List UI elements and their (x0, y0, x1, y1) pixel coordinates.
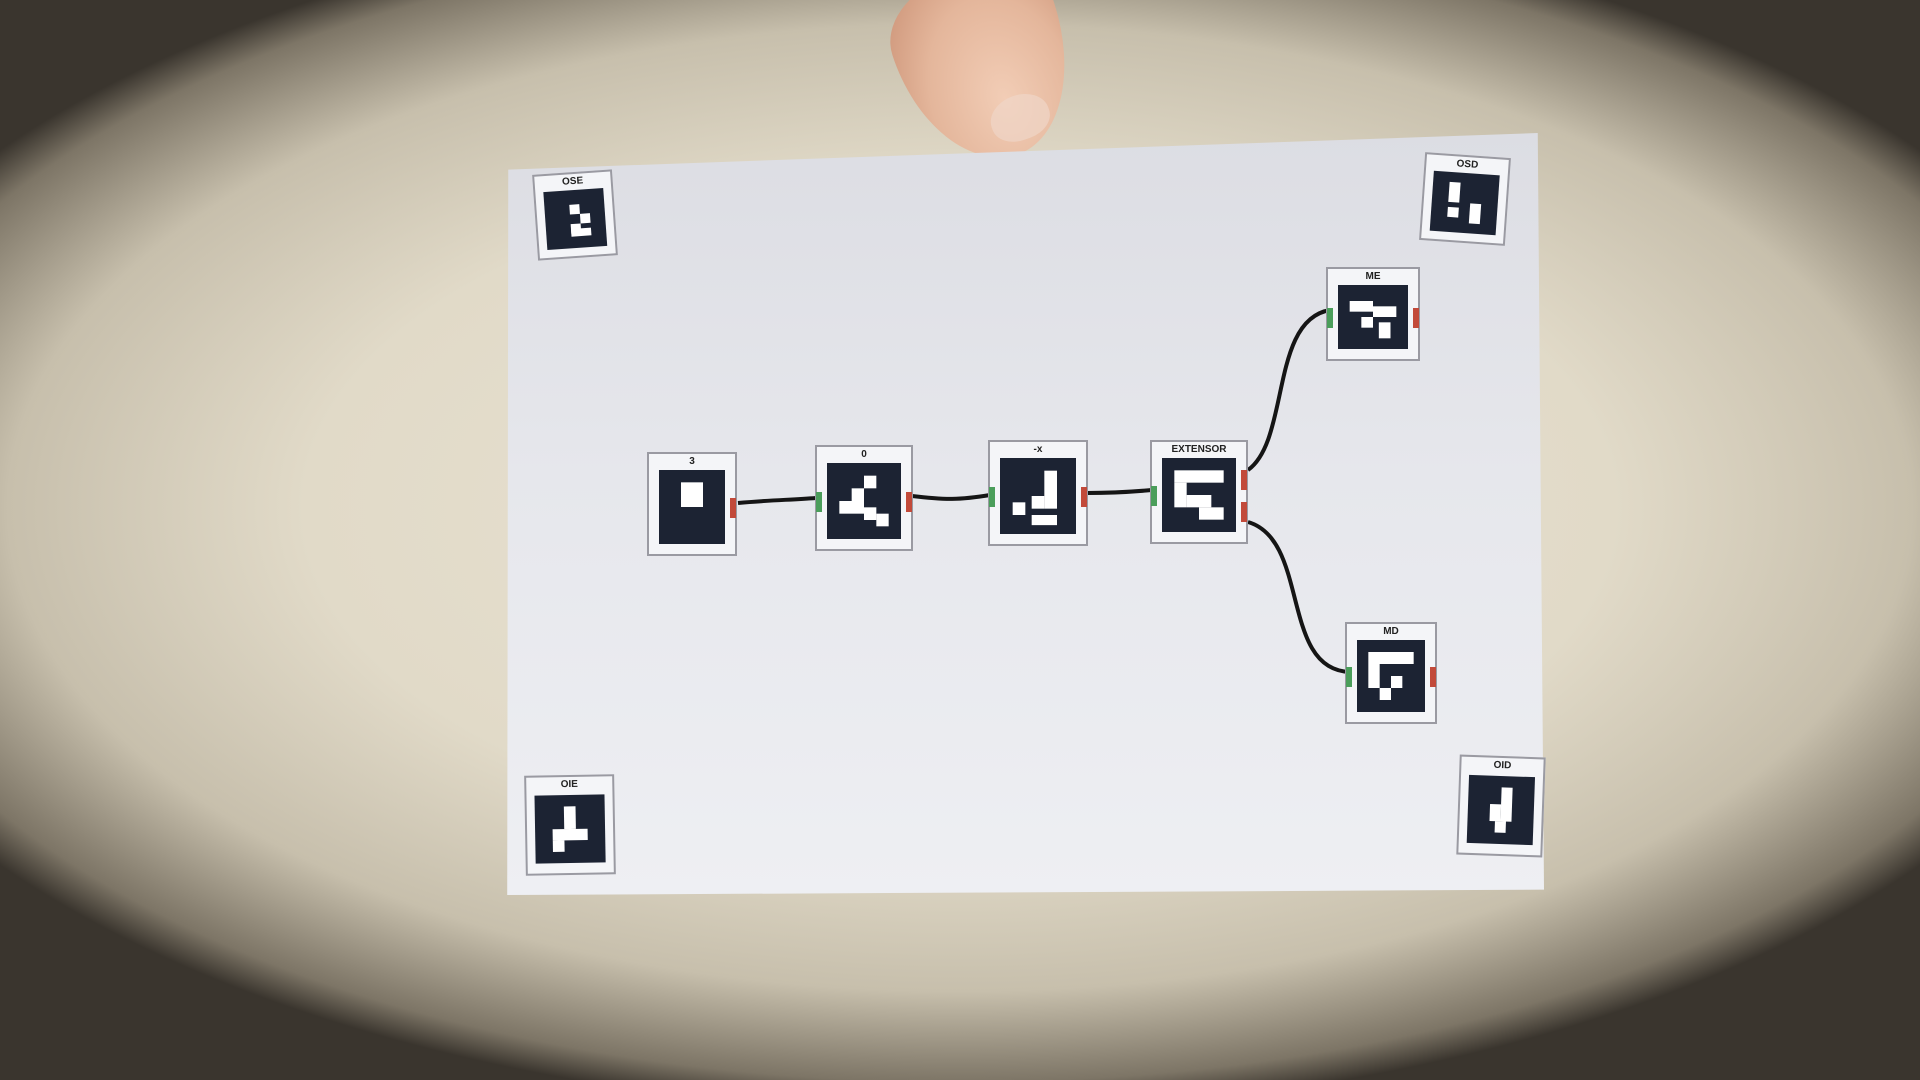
block-negate-x: -x (988, 440, 1088, 546)
block-number-0: 0 (815, 445, 913, 551)
block-number-3: 3 (647, 452, 737, 556)
corner-marker-bottom-right: OID (1456, 754, 1546, 858)
fiducial-marker (1000, 458, 1076, 534)
fiducial-marker (1466, 774, 1536, 846)
corner-marker-top-left: OSE (532, 169, 618, 261)
input-port (1151, 486, 1157, 506)
fiducial-marker (659, 470, 725, 544)
corner-marker-bottom-left: OIE (524, 774, 616, 876)
fiducial-marker (534, 794, 606, 864)
input-port (989, 487, 995, 507)
wire-3-to-0 (737, 496, 817, 505)
fiducial-marker (1357, 640, 1425, 712)
fiducial-marker (1162, 458, 1236, 532)
input-port (816, 492, 822, 512)
input-port (1327, 308, 1333, 328)
fiducial-marker (1338, 285, 1408, 349)
output-port-bottom (1241, 502, 1247, 522)
fiducial-marker (543, 187, 608, 251)
block-label: -x (1033, 444, 1043, 455)
block-label: EXTENSOR (1171, 444, 1227, 455)
corner-label-bottom-right: OID (1493, 759, 1512, 772)
input-port (1346, 667, 1352, 687)
corner-label-bottom-left: OIE (560, 778, 578, 791)
fiducial-marker (1429, 170, 1500, 236)
wire-extensor-to-me (1246, 308, 1331, 472)
wire-0-to-negx (911, 493, 991, 501)
output-port (1081, 487, 1087, 507)
block-extensor: EXTENSOR (1150, 440, 1248, 544)
output-port (730, 498, 736, 518)
output-port (1430, 667, 1436, 687)
wire-negx-to-extensor (1086, 488, 1153, 495)
block-me: ME (1326, 267, 1420, 361)
corner-marker-top-right: OSD (1419, 152, 1511, 246)
block-md: MD (1345, 622, 1437, 724)
output-port-top (1241, 470, 1247, 490)
block-label: 3 (689, 456, 695, 467)
block-label: MD (1383, 626, 1399, 637)
block-label: 0 (861, 449, 867, 460)
output-port (1413, 308, 1419, 328)
wire-extensor-to-md (1247, 520, 1351, 674)
fiducial-marker (827, 463, 901, 539)
block-label: ME (1365, 271, 1381, 282)
output-port (906, 492, 912, 512)
